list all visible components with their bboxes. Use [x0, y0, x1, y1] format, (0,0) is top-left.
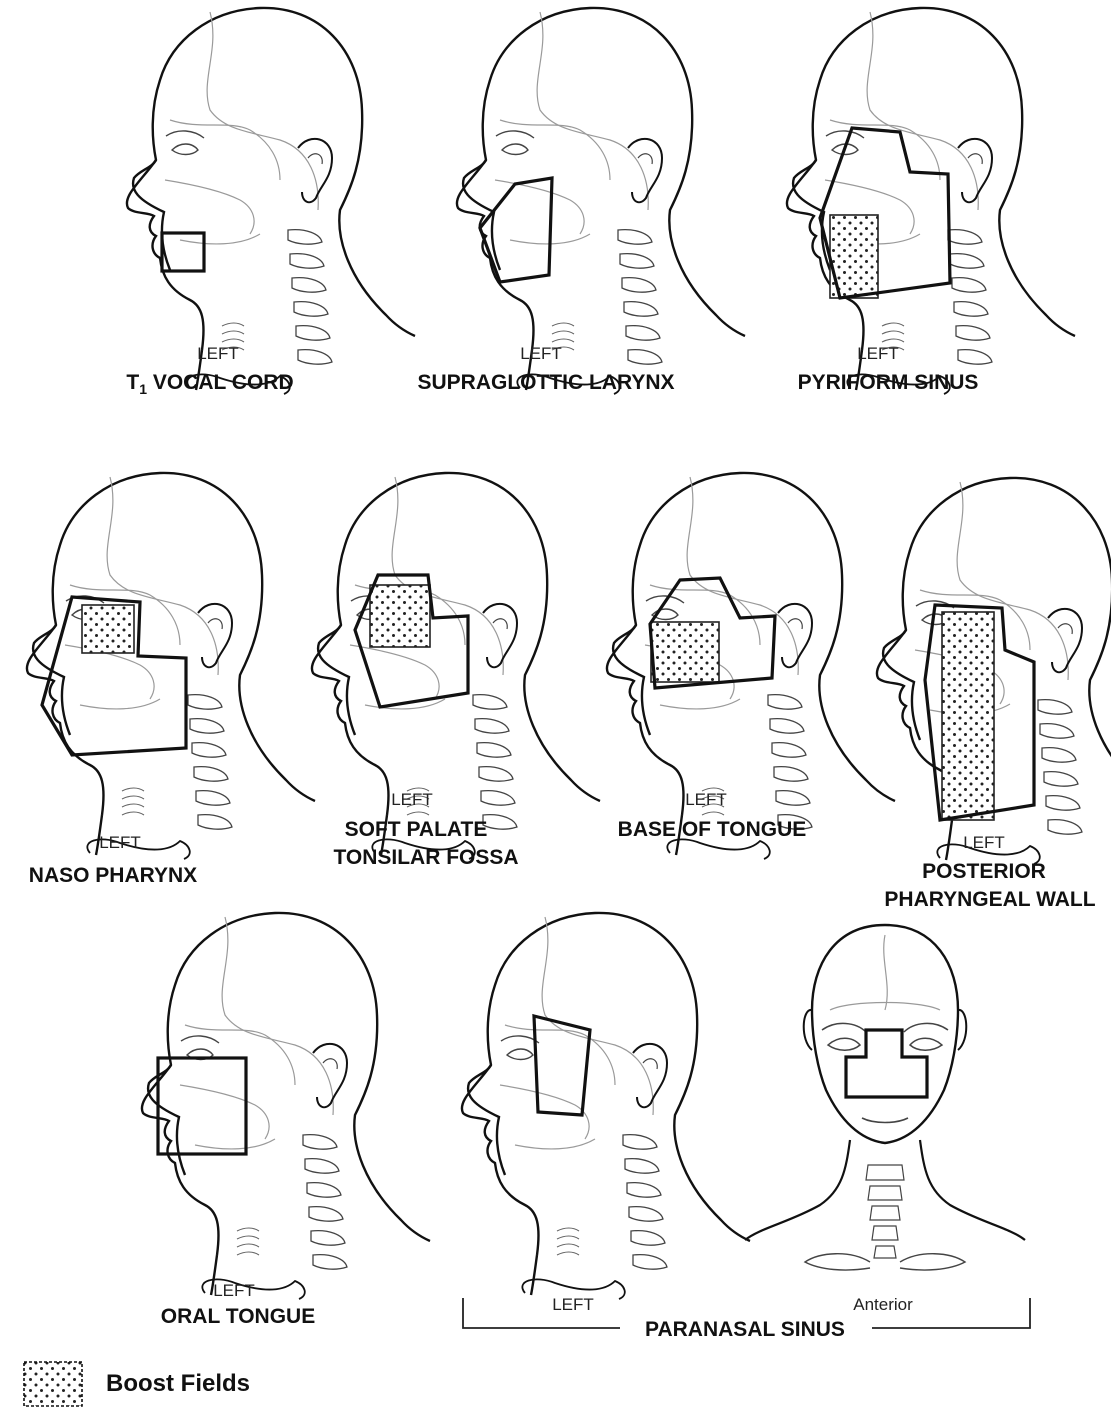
boost-field — [942, 612, 994, 820]
field-pyriform-sinus: LEFT PYRIFORM SINUS — [787, 8, 1075, 394]
legend: Boost Fields — [22, 1360, 250, 1408]
boost-field — [651, 622, 719, 682]
field-oral-tongue: LEFT ORAL TONGUE — [142, 913, 430, 1328]
treatment-field-outline — [846, 1030, 927, 1097]
side-label: LEFT — [213, 1281, 255, 1300]
field-title: SUPRAGLOTTIC LARYNX — [417, 371, 674, 394]
side-label: LEFT — [685, 790, 727, 809]
boost-field — [82, 605, 134, 653]
field-title: T1 VOCAL CORD — [126, 371, 293, 397]
field-title-line1: POSTERIOR — [922, 860, 1046, 883]
legend-label: Boost Fields — [106, 1370, 250, 1398]
field-title-line2: PHARYNGEAL WALL — [884, 888, 1095, 911]
field-title: BASE OF TONGUE — [618, 818, 807, 841]
field-supraglottic-larynx: LEFT SUPRAGLOTTIC LARYNX — [417, 8, 745, 394]
field-title: ORAL TONGUE — [161, 1305, 315, 1328]
field-title-line2: TONSILAR FOSSA — [333, 846, 518, 869]
side-label: Anterior — [853, 1295, 913, 1314]
field-soft-palate-tonsilar-fossa: LEFT SOFT PALATE TONSILAR FOSSA — [312, 473, 600, 869]
field-paranasal-sinus-anterior: Anterior — [745, 925, 1025, 1314]
field-posterior-pharyngeal-wall: LEFT POSTERIOR PHARYNGEAL WALL — [877, 478, 1111, 911]
field-title: NASO PHARYNX — [29, 864, 197, 887]
field-title-line1: SOFT PALATE — [345, 818, 488, 841]
side-label: LEFT — [857, 344, 899, 363]
side-label: LEFT — [197, 344, 239, 363]
treatment-field-outline — [158, 1058, 246, 1154]
side-label: LEFT — [963, 833, 1005, 852]
side-label: LEFT — [552, 1295, 594, 1314]
boost-field — [370, 585, 430, 647]
field-base-of-tongue: LEFT BASE OF TONGUE — [607, 473, 895, 859]
field-t1-vocal-cord: LEFT T1 VOCAL CORD — [126, 8, 415, 397]
side-label: LEFT — [99, 833, 141, 852]
field-paranasal-sinus-lateral: LEFT — [462, 913, 750, 1314]
paranasal-sinus-bracket: PARANASAL SINUS — [463, 1298, 1030, 1341]
side-label: LEFT — [520, 344, 562, 363]
field-title: PYRIFORM SINUS — [798, 371, 979, 394]
field-title: PARANASAL SINUS — [645, 1318, 845, 1341]
dotted-pattern-swatch-icon — [22, 1360, 84, 1408]
field-naso-pharynx: LEFT NASO PHARYNX — [27, 473, 315, 887]
side-label: LEFT — [391, 790, 433, 809]
